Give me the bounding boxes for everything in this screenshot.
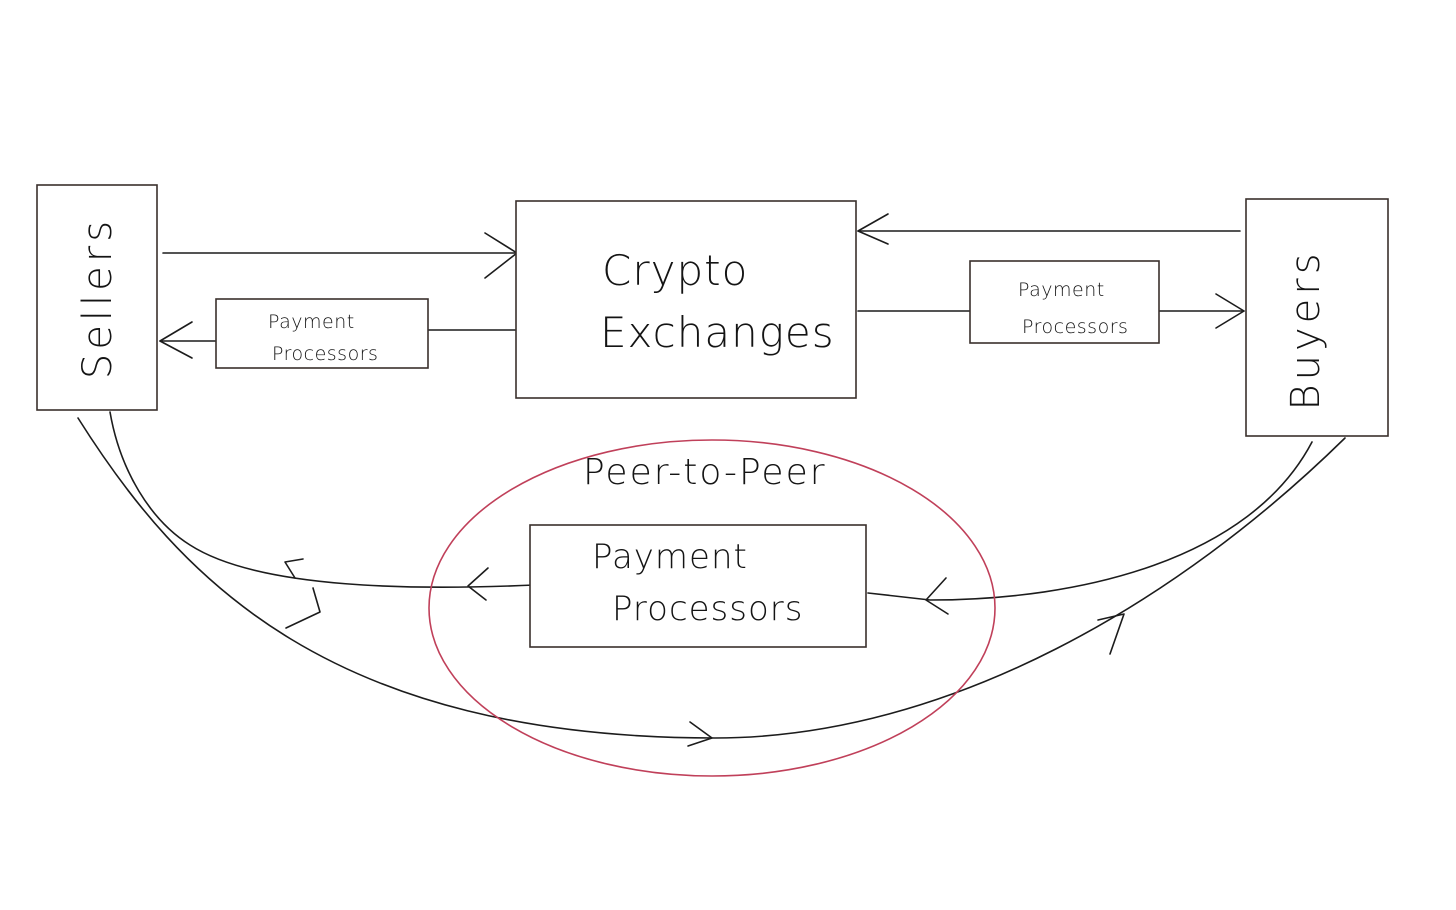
arrowhead-p2p-out [467,567,489,601]
p2p-processor-line1: Payment [592,537,748,577]
arrowhead-curve-right [1097,613,1125,655]
left-payment-processors-box: Payment Processors [215,298,429,369]
sellers-label: Sellers [75,217,121,379]
p2p-processor-line2: Processors [612,589,803,629]
arrowhead-curve-lower-left [285,587,321,629]
curve-sellers-to-buyers [77,417,1346,739]
curve-buyers-to-p2p [867,441,1313,601]
left-processor-line1: Payment [268,311,355,333]
buyers-box: Buyers [1245,198,1389,437]
right-processor-line2: Processors [1022,316,1128,338]
arrowhead-buyers-to-exchange [857,213,889,245]
arrowhead-sellers-to-exchange [484,232,518,279]
buyers-label: Buyers [1283,249,1329,410]
arrowhead-to-sellers-curve [284,558,304,579]
right-payment-processors-box: Payment Processors [969,260,1160,344]
left-processor-line2: Processors [272,343,378,365]
curve-p2p-to-sellers [109,411,536,588]
peer-to-peer-ellipse [428,439,996,777]
exchange-label-line1: Crypto [602,246,748,295]
sellers-box: Sellers [36,184,158,411]
p2p-payment-processors-box: Payment Processors [529,524,867,648]
peer-to-peer-title: Peer-to-Peer [583,452,827,493]
exchange-label-line2: Exchanges [600,308,835,357]
arrowhead-curve-bottom [687,721,713,747]
arrowhead-to-buyers [1215,293,1245,329]
right-processor-line1: Payment [1018,279,1105,301]
crypto-exchanges-box: Crypto Exchanges [515,200,857,399]
arrowhead-to-sellers [159,321,193,359]
arrowhead-buyers-to-p2p [925,577,949,615]
